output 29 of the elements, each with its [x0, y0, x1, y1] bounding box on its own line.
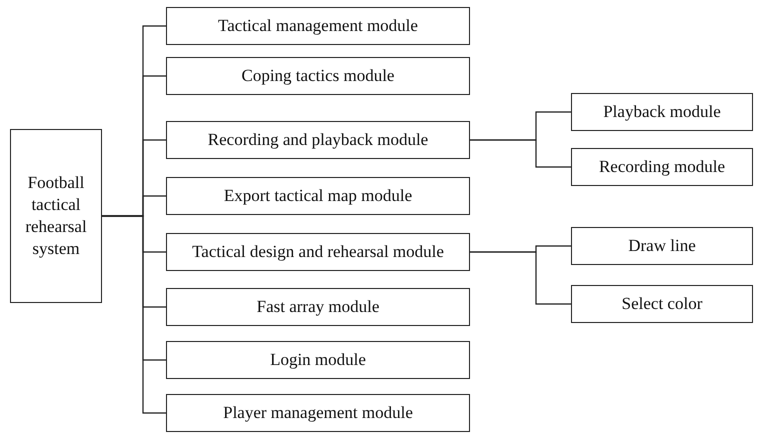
module-label: Football tactical rehearsal system [24, 172, 88, 260]
module-box [166, 341, 470, 379]
module-label: Fast array module [256, 296, 380, 318]
module-label: Recording module [598, 156, 726, 178]
connector-line [102, 215, 166, 414]
module-label: Tactical design and rehearsal module [192, 240, 444, 263]
module-box [166, 288, 470, 326]
module-box [10, 129, 102, 303]
module-label: Login module [270, 348, 366, 371]
module-label: Tactical management module [218, 14, 418, 37]
module-box [166, 394, 470, 432]
module-label: Coping tactics module [242, 64, 394, 87]
module-label: Playback module [603, 100, 721, 123]
module-box [571, 285, 753, 323]
module-label: Recording and playback module [208, 128, 428, 151]
module-box [571, 93, 753, 131]
module-box [166, 121, 470, 159]
module-box [166, 7, 470, 45]
module-box [571, 227, 753, 265]
module-box [571, 148, 753, 186]
connector-line [470, 139, 571, 168]
module-label: Export tactical map module [224, 184, 412, 207]
module-label: Player management module [223, 402, 413, 424]
module-label: Select color [622, 292, 702, 315]
module-box [166, 57, 470, 95]
connector-line [470, 251, 571, 305]
module-label: Draw line [628, 234, 696, 257]
module-box [166, 233, 470, 271]
module-box [166, 177, 470, 215]
